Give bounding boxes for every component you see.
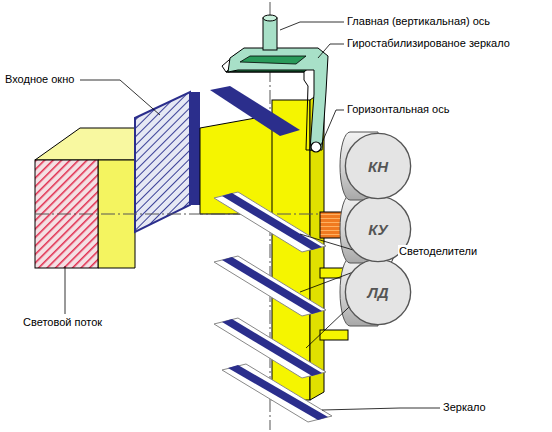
- detector-label: КН: [368, 158, 388, 175]
- part-label: Главная (вертикальная) ось: [346, 15, 491, 27]
- part-label: Светоделители: [398, 245, 478, 257]
- part-label: Световой поток: [22, 316, 103, 328]
- cylinder-outline: [345, 133, 410, 198]
- part-label: Горизонтальная ось: [346, 103, 450, 115]
- detector-cylinder: КН: [344, 132, 412, 200]
- detector-label: ЛД: [367, 284, 388, 301]
- detector-cylinder: ЛД: [344, 258, 412, 326]
- part-label: Гиростабилизированое зеркало: [346, 37, 511, 49]
- cylinder-outline: [345, 259, 410, 324]
- part-label: Входное окно: [4, 73, 75, 85]
- part-label: Зеркало: [442, 401, 487, 413]
- detector-label: КУ: [368, 221, 387, 238]
